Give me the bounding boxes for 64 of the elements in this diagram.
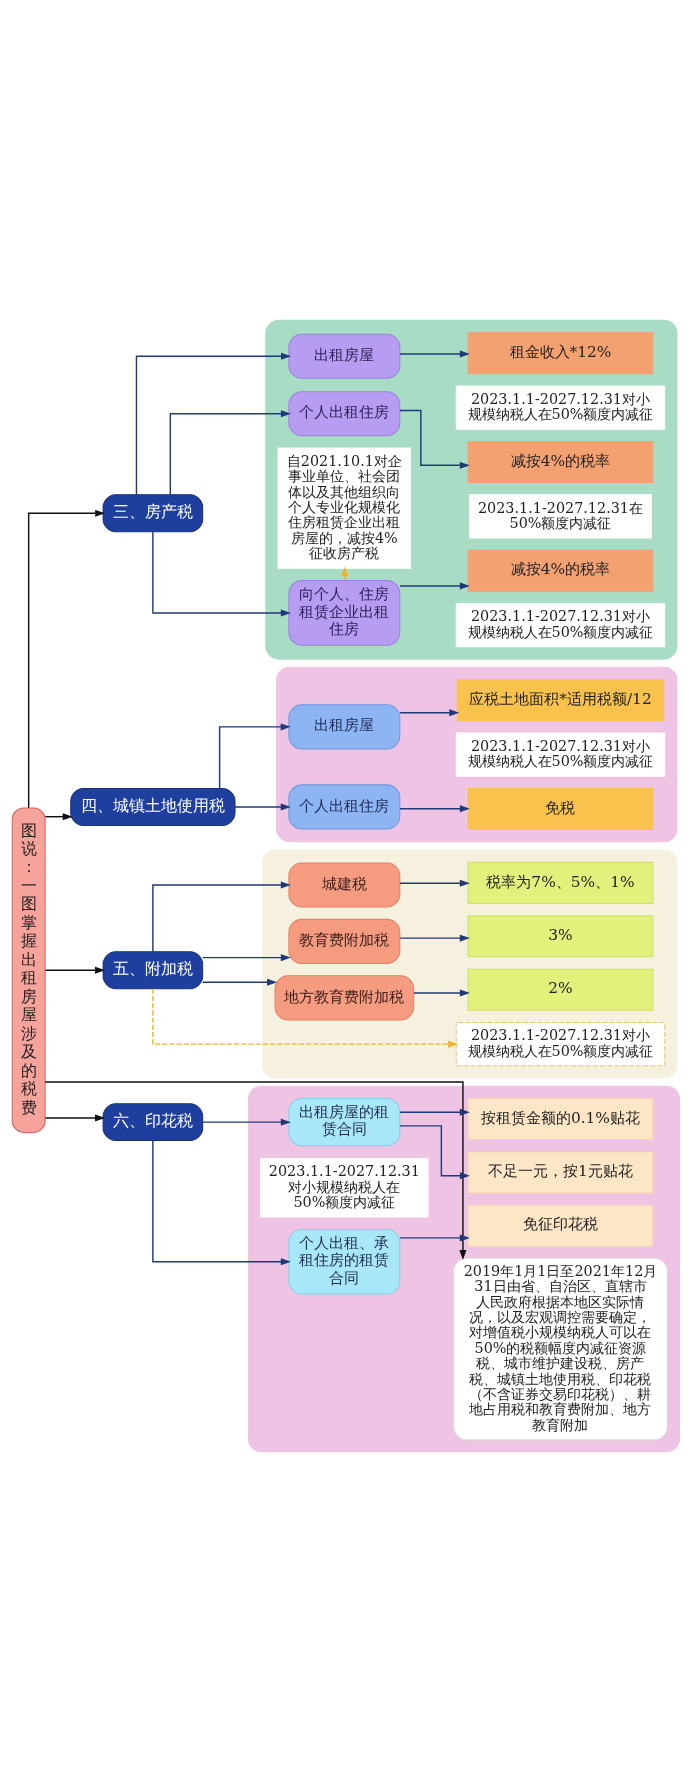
node-box: 不足一元，按1元贴花 — [467, 1150, 654, 1193]
node-box: 2023.1.1-2027.12.31对小规模纳税人在50%额度内减征 — [455, 732, 666, 777]
node-box: 2023.1.1-2027.12.31在50%额度内减征 — [469, 493, 652, 538]
arrow — [399, 708, 460, 716]
node-box: 教育费附加税 — [288, 918, 401, 964]
arrow — [44, 966, 106, 974]
arrow — [152, 987, 459, 1048]
arrow — [152, 880, 291, 952]
arrow — [399, 879, 470, 887]
node-box: 2023.1.1-2027.12.31对小规模纳税人在50%额度内减征 — [260, 1157, 429, 1218]
node-box: 免征印花税 — [467, 1204, 654, 1247]
node-box: 按租赁金额的0.1%贴花 — [467, 1097, 654, 1140]
node-box: 个人出租住房 — [288, 390, 401, 436]
arrow — [234, 802, 291, 810]
node-box: 个人出租住房 — [288, 783, 401, 830]
node-box: 减按4%的税率 — [467, 549, 654, 592]
arrow — [201, 1118, 291, 1126]
node-box: 税率为7%、5%、1% — [467, 861, 654, 904]
arrow — [413, 989, 470, 997]
arrow — [399, 349, 470, 357]
node-box: 四、城镇土地使用税 — [70, 787, 236, 826]
node-box: 免税 — [467, 787, 654, 830]
arrow — [152, 1139, 291, 1265]
arrow — [201, 953, 291, 961]
node-box: 应税土地面积*适用税额/12 — [456, 678, 665, 721]
arrow — [201, 978, 278, 986]
node-box: 出租房屋 — [288, 703, 401, 749]
node-box: 减按4%的税率 — [467, 440, 654, 483]
node-box: 自2021.10.1对企事业单位、社会团体以及其他组织向个人专业化规模化住房租赁企业出租房屋的，减按4%征收房产税 — [277, 447, 412, 569]
node-box: 出租房屋 — [288, 333, 401, 379]
arrow — [169, 409, 291, 495]
node-box: 五、附加税 — [102, 950, 204, 989]
arrow — [27, 509, 106, 809]
node-box: 向个人、住房租赁企业出租住房 — [288, 579, 401, 646]
node-box: 个人出租、承租住房的租赁合同 — [288, 1228, 401, 1295]
arrow — [399, 1108, 470, 1116]
arrow — [399, 1233, 470, 1241]
node-box: 2% — [467, 968, 654, 1011]
node-box: 2019年1月1日至2021年12月31日由省、自治区、直辖市人民政府根据本地区实际情况，以及宏观调控需要确定，对增值税小规模纳税人可以在50%的税额幅度内减征资源税、城市维护建设税、房产税、城镇土地使用税、印花税（不含证券交易印花税）、耕地占用税和教育费附加、地方教育附加 — [453, 1257, 668, 1440]
node-box: 3% — [467, 914, 654, 957]
arrow — [218, 722, 291, 789]
cluster — [247, 1085, 681, 1452]
node-box: 地方教育费附加税 — [274, 974, 415, 1020]
arrow — [341, 565, 349, 581]
node-box: 城建税 — [288, 861, 401, 908]
cluster — [265, 319, 678, 660]
node-box: 2023.1.1-2027.12.31对小规模纳税人在50%额度内减征 — [455, 1021, 666, 1066]
arrow — [399, 1124, 470, 1179]
cluster — [276, 666, 678, 842]
arrow — [44, 1114, 106, 1122]
arrow — [399, 581, 470, 589]
node-box: 2023.1.1-2027.12.31对小规模纳税人在50%额度内减征 — [455, 385, 666, 430]
node-box: 图说：一图掌握出租房屋涉及的税费 — [11, 806, 46, 1133]
arrow — [399, 804, 470, 812]
arrow — [399, 934, 470, 942]
cluster — [262, 849, 678, 1078]
node-box: 2023.1.1-2027.12.31对小规模纳税人在50%额度内减征 — [455, 602, 666, 647]
node-box: 出租房屋的租赁合同 — [288, 1097, 401, 1146]
arrow — [152, 530, 291, 616]
arrow — [44, 1080, 467, 1260]
node-box: 三、房产税 — [102, 493, 204, 532]
node-box: 租金收入*12% — [467, 331, 654, 374]
node-box: 六、印花税 — [102, 1102, 204, 1141]
arrow — [135, 352, 292, 495]
